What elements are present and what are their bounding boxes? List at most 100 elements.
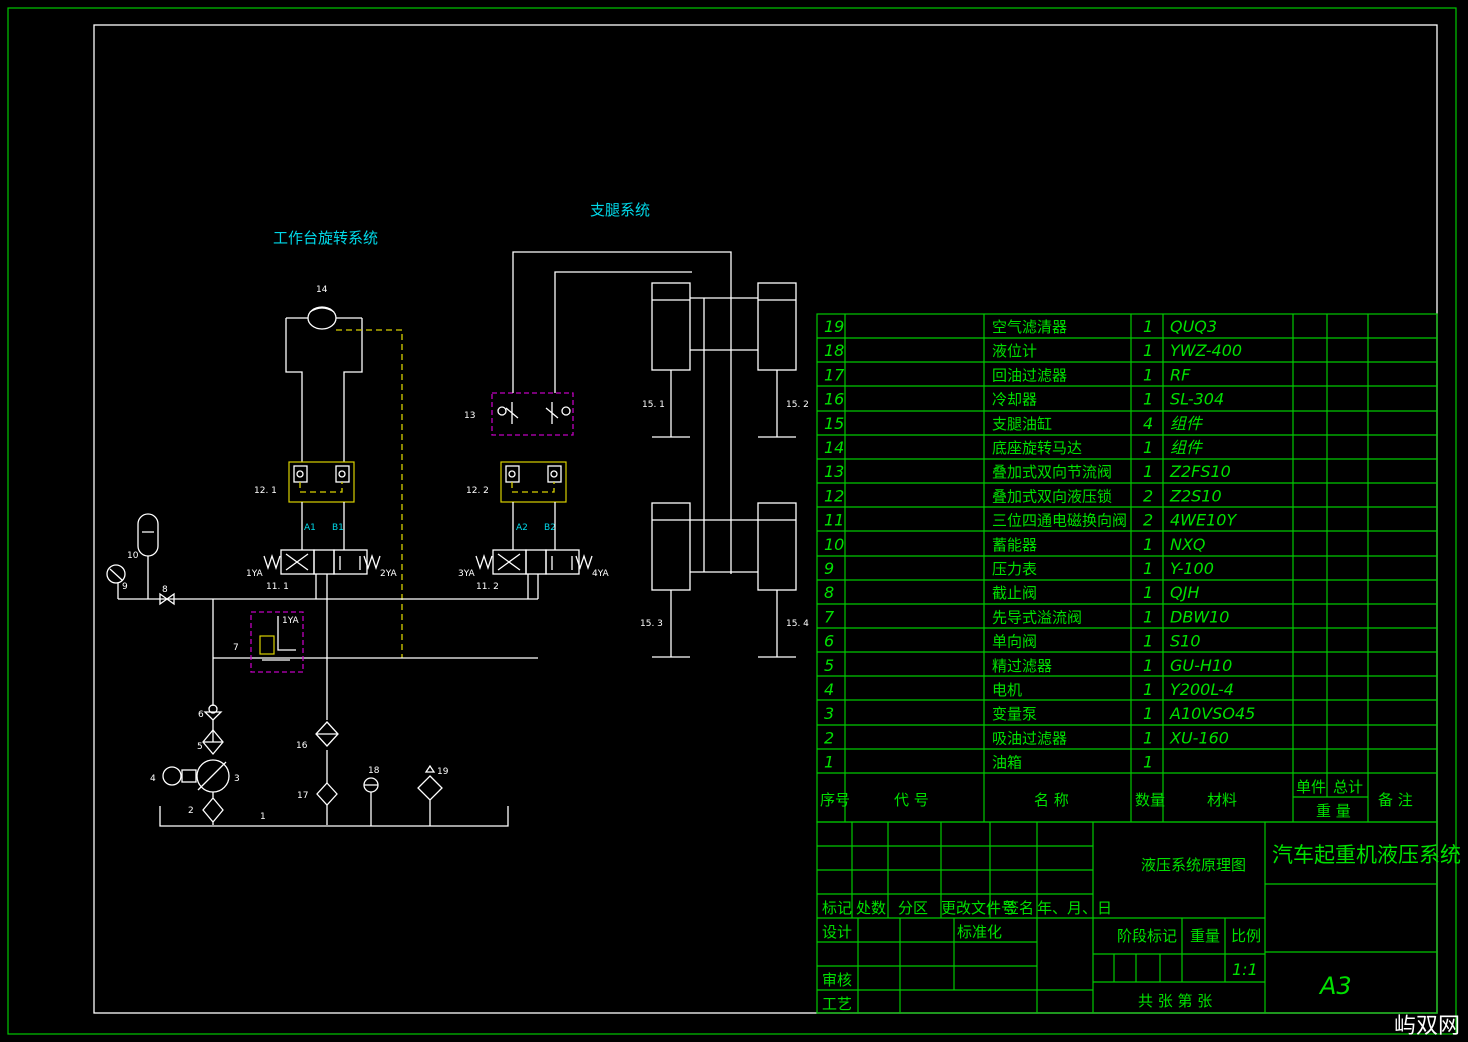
part-material: 组件 bbox=[1170, 438, 1204, 457]
part-qty: 1 bbox=[1143, 317, 1153, 336]
part-material: SL-304 bbox=[1170, 390, 1224, 409]
part-name: 截止阀 bbox=[992, 584, 1037, 602]
tb-check: 审核 bbox=[822, 971, 852, 989]
part-material: YWZ-400 bbox=[1170, 341, 1242, 360]
part-qty: 1 bbox=[1143, 753, 1153, 772]
svg-text:2YA: 2YA bbox=[380, 569, 398, 579]
svg-text:12. 1: 12. 1 bbox=[254, 486, 277, 496]
part-name: 精过滤器 bbox=[992, 657, 1052, 675]
svg-text:名 称: 名 称 bbox=[1034, 791, 1069, 809]
tb-design: 设计 bbox=[822, 923, 852, 941]
svg-text:4YA: 4YA bbox=[592, 569, 610, 579]
main-lines bbox=[118, 574, 539, 825]
throttle-valve-13: 13 bbox=[464, 392, 574, 436]
part-name: 油箱 bbox=[992, 754, 1022, 772]
part-material: Y-100 bbox=[1170, 559, 1214, 578]
pump-group: 6 5 4 3 2 1 bbox=[150, 704, 266, 825]
rotation-motor-14: 14 bbox=[285, 285, 363, 462]
part-no: 10 bbox=[824, 535, 844, 554]
part-material: 4WE10Y bbox=[1170, 511, 1237, 530]
part-qty: 1 bbox=[1143, 656, 1153, 675]
part-no: 13 bbox=[824, 462, 844, 481]
part-no: 19 bbox=[824, 317, 844, 336]
tb-weight: 重量 bbox=[1190, 927, 1220, 945]
part-no: 5 bbox=[824, 656, 834, 675]
rotation-system-title: 工作台旋转系统 bbox=[273, 229, 378, 247]
title-block-grid bbox=[816, 821, 1438, 1014]
svg-text:序号: 序号 bbox=[820, 791, 850, 809]
part-qty: 1 bbox=[1143, 632, 1153, 651]
part-name: 三位四通电磁换向阀 bbox=[992, 512, 1127, 530]
part-qty: 1 bbox=[1143, 583, 1153, 602]
watermark: 屿双网 bbox=[1393, 1014, 1460, 1039]
part-no: 18 bbox=[824, 341, 844, 360]
part-no: 7 bbox=[824, 607, 835, 626]
part-material: RF bbox=[1170, 365, 1191, 384]
outrigger-cylinders-15: 15. 1 15. 2 15. 3 15. 4 bbox=[640, 282, 809, 658]
part-qty: 1 bbox=[1143, 680, 1153, 699]
svg-text:16: 16 bbox=[296, 741, 308, 751]
svg-text:备 注: 备 注 bbox=[1378, 791, 1413, 809]
svg-text:10: 10 bbox=[127, 551, 139, 561]
drain-line bbox=[336, 329, 403, 658]
tb-sheets: 共 张 第 张 bbox=[1138, 992, 1212, 1010]
part-qty: 1 bbox=[1143, 559, 1153, 578]
part-name: 单向阀 bbox=[992, 633, 1037, 651]
tb-scale: 比例 bbox=[1231, 927, 1261, 945]
tb-standardization: 标准化 bbox=[957, 923, 1002, 941]
svg-text:7: 7 bbox=[233, 643, 239, 653]
part-name: 先导式溢流阀 bbox=[992, 608, 1082, 626]
svg-text:15. 2: 15. 2 bbox=[786, 400, 809, 410]
svg-text:15. 1: 15. 1 bbox=[642, 400, 665, 410]
part-no: 4 bbox=[824, 680, 834, 699]
part-qty: 2 bbox=[1143, 486, 1153, 505]
tb-count: 处数 bbox=[856, 899, 886, 917]
svg-text:A1: A1 bbox=[304, 523, 316, 533]
part-material: Z2FS10 bbox=[1169, 462, 1231, 481]
part-name: 叠加式双向节流阀 bbox=[992, 463, 1112, 481]
svg-text:代 号: 代 号 bbox=[894, 791, 929, 809]
part-name: 液位计 bbox=[992, 342, 1037, 360]
svg-text:数量: 数量 bbox=[1135, 791, 1165, 809]
svg-text:5: 5 bbox=[197, 742, 203, 752]
part-qty: 1 bbox=[1143, 438, 1153, 457]
part-qty: 1 bbox=[1143, 341, 1153, 360]
outrigger-system-title: 支腿系统 bbox=[590, 201, 650, 219]
part-material: S10 bbox=[1170, 632, 1201, 651]
part-no: 8 bbox=[824, 583, 834, 602]
part-qty: 1 bbox=[1143, 728, 1153, 747]
part-name: 底座旋转马达 bbox=[992, 439, 1082, 457]
part-no: 11 bbox=[824, 511, 844, 530]
svg-text:12. 2: 12. 2 bbox=[466, 486, 489, 496]
directional-valve-11-1: 1YA 2YA 11. 1 bbox=[246, 549, 398, 592]
svg-text:B1: B1 bbox=[332, 523, 344, 533]
tb-date: 年、月、日 bbox=[1037, 899, 1112, 917]
hydraulic-lock-12-2: 12. 2 A2 B2 bbox=[466, 461, 567, 533]
parts-row: 6 单向阀 1 S10 bbox=[824, 632, 1201, 651]
svg-text:13: 13 bbox=[464, 411, 475, 421]
part-no: 2 bbox=[824, 728, 834, 747]
part-no: 9 bbox=[824, 559, 834, 578]
hydraulic-lock-12-1: 12. 1 A1 B1 bbox=[254, 461, 355, 533]
tb-paper-size: A3 bbox=[1318, 972, 1352, 1000]
part-qty: 1 bbox=[1143, 390, 1153, 409]
part-name: 叠加式双向液压锁 bbox=[992, 487, 1112, 505]
part-no: 6 bbox=[824, 632, 834, 651]
tb-mark: 标记 bbox=[822, 899, 852, 917]
level-gauge-18: 18 bbox=[363, 766, 380, 826]
svg-text:14: 14 bbox=[316, 285, 328, 295]
project-title: 汽车起重机液压系统 bbox=[1272, 843, 1461, 867]
directional-valve-11-2: 3YA 4YA 11. 2 bbox=[458, 549, 610, 592]
part-material: XU-160 bbox=[1169, 728, 1229, 747]
oil-tank-1 bbox=[159, 806, 509, 827]
air-filter-19: 19 bbox=[417, 764, 449, 826]
outer-frame bbox=[7, 7, 1457, 1035]
svg-text:4: 4 bbox=[150, 774, 156, 784]
